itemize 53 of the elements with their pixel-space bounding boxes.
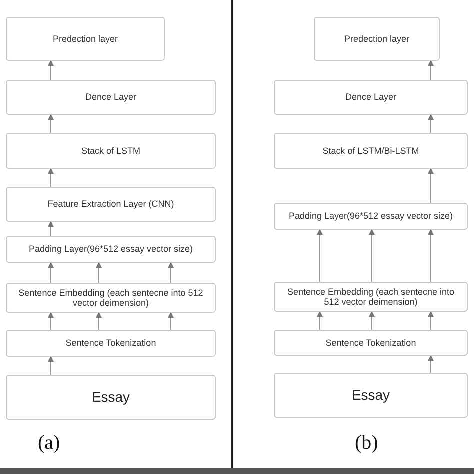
layer-label: Essay	[90, 389, 132, 406]
layer-box	[6, 330, 216, 357]
layer-label: Sentence Tokenization	[64, 338, 158, 349]
layer-label: Predection layer	[52, 34, 120, 44]
layer-box	[6, 375, 216, 420]
layer-label: Sentence Embedding (each sentecne into 512 vector deimension)	[18, 288, 204, 308]
arrow	[48, 114, 54, 134]
arrow	[369, 229, 375, 282]
arrow	[428, 355, 434, 374]
panel-label: (a)	[38, 432, 60, 455]
layer-label: Sentence Embedding (each sentecne into 512 vector deimension)	[286, 286, 456, 308]
layer-label: Feature Extraction Layer (CNN)	[46, 199, 176, 210]
arrow	[428, 311, 434, 330]
layer-label: Essay	[350, 387, 392, 404]
layer-label: Stack of LSTM	[80, 146, 142, 156]
layer-box	[314, 17, 440, 61]
arrow	[168, 312, 174, 330]
layer-label: Stack of LSTM/Bi-LSTM	[322, 146, 420, 156]
layer-box	[6, 80, 216, 115]
layer-label: Padding Layer(96*512 essay vector size)	[288, 211, 454, 222]
layer-box	[6, 283, 216, 313]
arrow	[317, 311, 323, 330]
arrow	[428, 60, 434, 80]
panel-label: (b)	[355, 432, 378, 455]
arrow	[428, 229, 434, 282]
layer-label: Sentence Tokenization	[324, 338, 418, 348]
arrow	[428, 168, 434, 204]
arrow	[317, 229, 323, 282]
arrow	[369, 311, 375, 330]
arrow	[428, 114, 434, 134]
arrow	[48, 168, 54, 188]
layer-box	[6, 236, 216, 263]
arrow	[48, 262, 54, 284]
layer-box	[6, 133, 216, 169]
arrow	[168, 262, 174, 284]
layer-label: Padding Layer(96*512 essay vector size)	[28, 244, 194, 255]
arrow	[96, 312, 102, 330]
layer-label: Predection layer	[343, 34, 411, 44]
layer-box	[274, 80, 468, 115]
layer-box	[6, 187, 216, 222]
arrow	[48, 60, 54, 80]
arrow	[48, 356, 54, 376]
layer-box	[6, 17, 165, 61]
arrow	[48, 312, 54, 330]
layer-box	[274, 282, 468, 312]
layer-box	[274, 133, 468, 169]
layer-box	[274, 203, 468, 230]
layer-label: Dence Layer	[344, 92, 398, 103]
arrow	[96, 262, 102, 284]
layer-box	[274, 330, 468, 356]
arrow	[48, 221, 54, 236]
layer-box	[274, 373, 468, 418]
layer-label: Dence Layer	[84, 92, 138, 103]
